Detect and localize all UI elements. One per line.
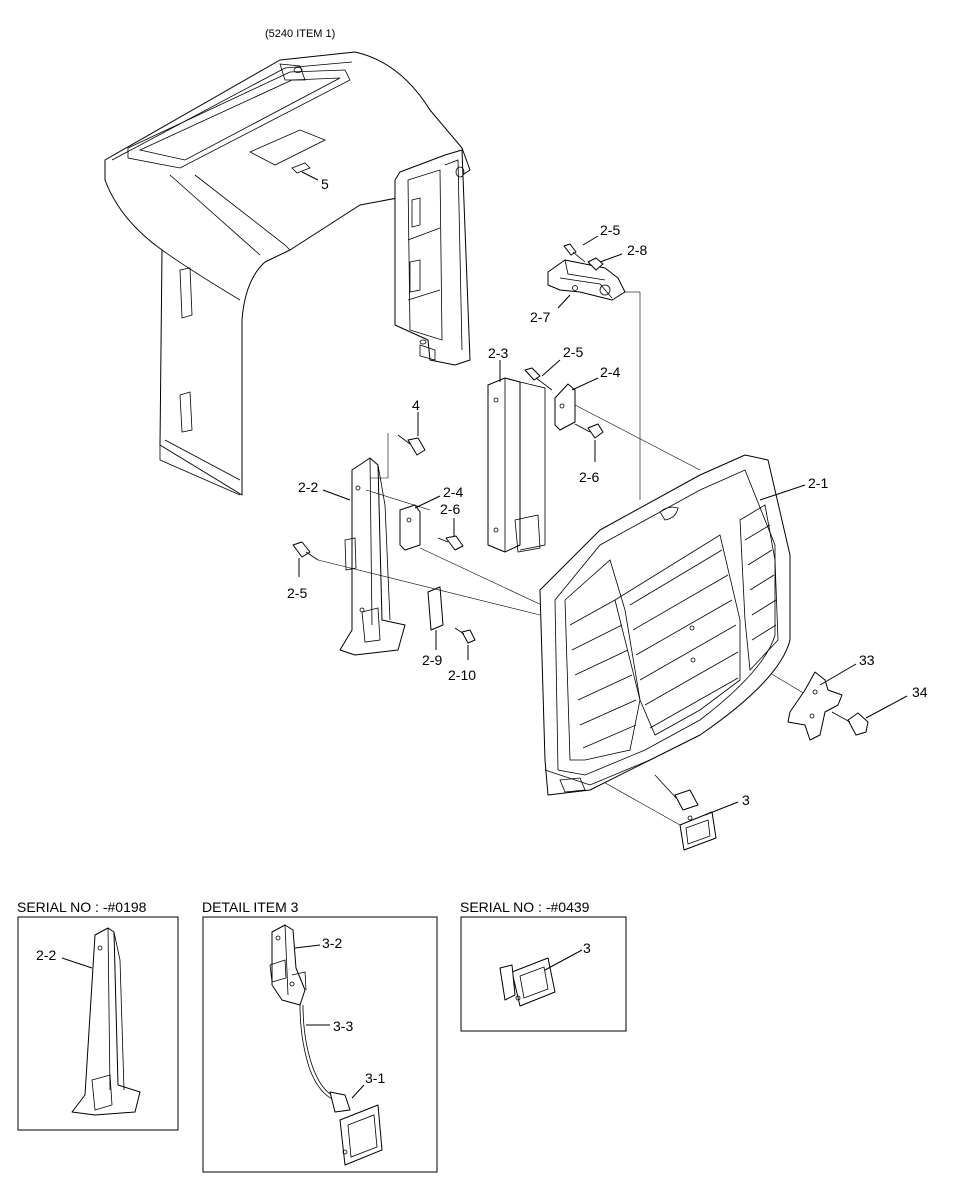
callout-2-6-upper: 2-6 — [579, 440, 599, 485]
svg-text:3: 3 — [742, 792, 750, 808]
bracket-2-7 — [547, 243, 626, 301]
svg-text:5: 5 — [321, 176, 329, 192]
inset-serial-0439: SERIAL NO : -#0439 3 — [460, 899, 627, 1032]
callout-3: 3 — [704, 792, 750, 816]
inset-serial-0439-title: SERIAL NO : -#0439 — [460, 899, 590, 915]
callout-2-4-upper: 2-4 — [571, 364, 620, 391]
svg-text:2-2: 2-2 — [36, 947, 56, 963]
inset-serial-0198: SERIAL NO : -#0198 2-2 — [17, 899, 179, 1131]
svg-text:2-10: 2-10 — [448, 667, 476, 683]
callout-2-5-mid: 2-5 — [541, 344, 583, 377]
svg-text:2-5: 2-5 — [563, 344, 583, 360]
callout-2-5-top: 2-5 — [582, 222, 620, 246]
svg-text:3-1: 3-1 — [365, 1070, 385, 1086]
front-grille — [539, 454, 791, 796]
inset-detail-item-3: DETAIL ITEM 3 3-2 3-3 3-1 — [202, 899, 438, 1173]
callout-5: 5 — [301, 171, 329, 192]
latch-3 — [654, 774, 717, 851]
svg-text:2-5: 2-5 — [287, 585, 307, 601]
callout-2-3: 2-3 — [488, 345, 508, 382]
svg-text:2-4: 2-4 — [600, 364, 620, 380]
callout-2-9: 2-9 — [422, 630, 442, 668]
svg-text:33: 33 — [859, 652, 875, 668]
svg-text:2-5: 2-5 — [600, 222, 620, 238]
inset-serial-0198-title: SERIAL NO : -#0198 — [17, 899, 147, 915]
svg-text:2-3: 2-3 — [488, 345, 508, 361]
callout-34: 34 — [865, 684, 928, 719]
svg-text:2-4: 2-4 — [443, 484, 463, 500]
svg-text:2-9: 2-9 — [422, 652, 442, 668]
callout-33: 33 — [819, 652, 875, 686]
svg-text:34: 34 — [912, 684, 928, 700]
callout-2-6-lower: 2-6 — [440, 501, 460, 536]
callout-2-10: 2-10 — [448, 645, 476, 683]
svg-text:3-3: 3-3 — [333, 1018, 353, 1034]
plate-2-9 — [427, 586, 476, 644]
top-note: (5240 ITEM 1) — [265, 28, 335, 40]
svg-text:2-2: 2-2 — [298, 479, 318, 495]
plate-2-4-upper — [524, 367, 604, 439]
svg-text:2-8: 2-8 — [627, 242, 647, 258]
svg-text:3: 3 — [583, 940, 591, 956]
svg-text:3-2: 3-2 — [322, 935, 342, 951]
callout-2-4-lower: 2-4 — [414, 484, 463, 509]
callout-2-8: 2-8 — [599, 242, 647, 263]
bracket-33 — [787, 671, 869, 741]
bracket-2-2 — [339, 433, 406, 656]
svg-text:2-6: 2-6 — [579, 469, 599, 485]
bolt-2-5-left: 2-5 — [287, 541, 319, 601]
svg-text:2-1: 2-1 — [808, 475, 828, 491]
callout-2-7: 2-7 — [530, 294, 571, 325]
svg-text:2-7: 2-7 — [530, 309, 550, 325]
callout-2-2: 2-2 — [298, 479, 351, 501]
callout-2-1: 2-1 — [759, 475, 828, 501]
inset-detail-item-3-title: DETAIL ITEM 3 — [202, 899, 299, 915]
bracket-2-3 — [487, 377, 546, 553]
cab-frame — [104, 51, 471, 496]
svg-text:4: 4 — [412, 397, 420, 413]
bolt-4: 4 — [397, 397, 426, 456]
svg-text:2-6: 2-6 — [440, 501, 460, 517]
